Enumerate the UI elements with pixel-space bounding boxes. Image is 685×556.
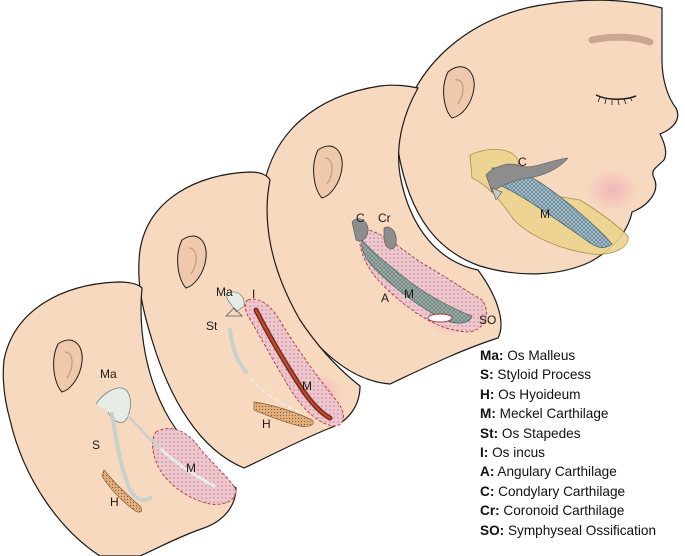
legend-text: Os incus (492, 445, 545, 461)
legend-text: Styloid Process (497, 367, 592, 383)
legend-row: Ma: Os Malleus (480, 346, 685, 365)
closed-eye-icon (595, 94, 637, 100)
head-stage1: Ma S H M (2, 281, 237, 556)
legend-row: M: Meckel Carthilage (480, 404, 685, 423)
label-stage1-m: M (186, 461, 196, 475)
label-stage1-ma: Ma (100, 367, 117, 381)
legend-row: Cr: Coronoid Carthilage (480, 501, 685, 520)
label-stage3-so: SO (479, 313, 496, 327)
meckel-cartilage-stage4 (491, 167, 613, 248)
legend-text: Os Hyoideum (498, 386, 581, 402)
legend-row: C: Condylary Carthilage (480, 482, 685, 501)
legend-text: Symphyseal Ossification (507, 522, 657, 538)
legend-row: H: Os Hyoideum (480, 385, 685, 404)
label-stage2-st: St (206, 319, 218, 333)
legend-row: A: Angulary Carthilage (480, 462, 685, 481)
legend-text: Os Stapedes (501, 425, 581, 441)
head-stage3: C Cr A M SO (259, 84, 502, 385)
legend-text: Coronoid Carthilage (503, 503, 625, 519)
label-stage3-a: A (381, 291, 389, 305)
meckel-cartilage-stage3 (358, 227, 487, 333)
eyebrow-icon (588, 33, 654, 46)
label-stage1-h: H (110, 495, 119, 509)
legend-abbr: M: (480, 406, 496, 422)
label-stage3-m: M (404, 287, 414, 301)
ear-icon (177, 235, 207, 289)
label-stage3-c: C (356, 211, 365, 225)
legend-abbr: Cr: (480, 503, 500, 519)
legend: Ma: Os Malleus S: Styloid Process H: Os … (480, 346, 685, 540)
label-stage2-i: I (252, 287, 255, 301)
ear-icon (53, 339, 83, 393)
legend-abbr: A: (480, 464, 495, 480)
legend-abbr: SO: (480, 522, 505, 538)
legend-abbr: H: (480, 386, 495, 402)
legend-row: SO: Symphyseal Ossification (480, 521, 685, 540)
legend-abbr: Ma: (480, 348, 504, 363)
legend-abbr: S: (480, 367, 494, 383)
label-stage4-m: M (540, 207, 550, 221)
legend-row: St: Os Stapedes (480, 424, 685, 443)
label-stage2-m: M (302, 379, 312, 393)
label-stage4-c: C (518, 155, 527, 169)
ear-icon (443, 66, 475, 119)
legend-abbr: I: (480, 445, 489, 461)
legend-text: Meckel Carthilage (499, 406, 609, 422)
legend-text: Os Malleus (507, 348, 576, 363)
label-stage2-h: H (262, 417, 271, 431)
legend-abbr: St: (480, 425, 499, 441)
label-stage2-ma: Ma (216, 285, 233, 299)
head-stage4: C M (397, 0, 679, 275)
label-stage1-s: S (92, 438, 100, 452)
head-stage2: Ma I St M H (138, 171, 361, 469)
legend-row: I: Os incus (480, 443, 685, 462)
legend-text: Angulary Carthilage (497, 464, 617, 480)
legend-abbr: C: (480, 483, 495, 499)
ear-icon (313, 145, 343, 199)
legend-row: S: Styloid Process (480, 365, 685, 384)
label-stage3-cr: Cr (378, 211, 391, 225)
legend-text: Condylary Carthilage (498, 483, 626, 499)
